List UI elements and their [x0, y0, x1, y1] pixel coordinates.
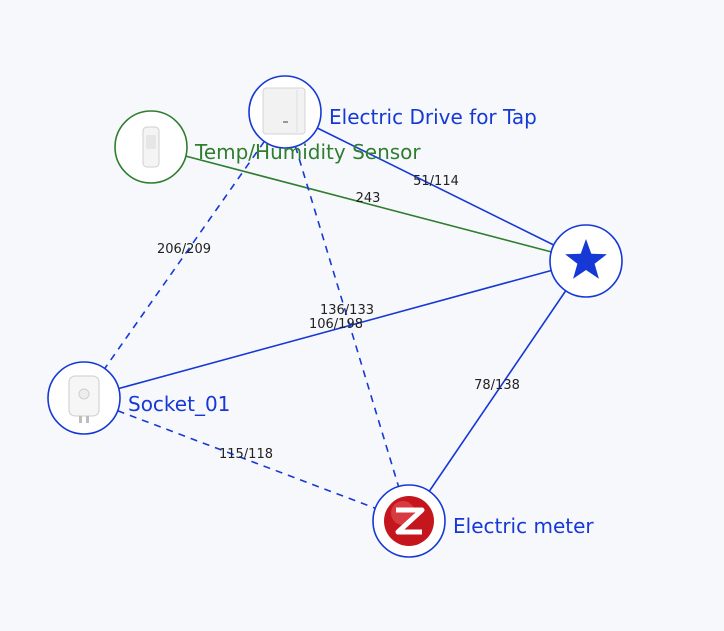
node-temp[interactable]: Temp/Humidity Sensor: [114, 110, 421, 184]
link-label-tap-meter: 136/133: [320, 303, 374, 318]
node-socket[interactable]: Socket_01: [47, 361, 230, 435]
link-labels-layer: 51/114 243 106/198 78/138 206/209 136/133 115/…: [157, 174, 520, 462]
node-label-tap: Electric Drive for Tap: [329, 105, 537, 129]
link-tap-coordinator: [316, 127, 555, 246]
link-label-meter-coordinator: 78/138: [474, 378, 520, 393]
link-meter-coordinator: [428, 290, 567, 492]
link-label-tap-coordinator: 51/114: [413, 174, 459, 189]
node-tap[interactable]: Electric Drive for Tap: [248, 75, 537, 149]
node-coordinator[interactable]: [549, 224, 623, 298]
wall-switch-device-icon: [262, 87, 306, 135]
node-label-temp: Temp/Humidity Sensor: [194, 140, 421, 164]
node-meter[interactable]: Electric meter: [372, 484, 594, 558]
zigbee-logo-icon: [384, 496, 434, 546]
link-label-socket-coordinator: 106/198: [309, 317, 363, 332]
link-label-temp-coordinator: 243: [356, 191, 381, 206]
smart-plug-device-icon: [68, 375, 100, 423]
star-icon: [565, 239, 607, 279]
sensor-device-icon: [142, 126, 160, 168]
link-socket-meter: [117, 409, 376, 510]
link-label-socket-meter: 115/118: [219, 447, 273, 462]
link-socket-coordinator: [118, 269, 552, 390]
node-label-socket: Socket_01: [128, 392, 230, 416]
link-temp-coordinator: [185, 155, 552, 253]
node-label-meter: Electric meter: [453, 514, 594, 538]
link-label-tap-socket: 206/209: [157, 242, 211, 257]
links-layer: [104, 127, 567, 510]
